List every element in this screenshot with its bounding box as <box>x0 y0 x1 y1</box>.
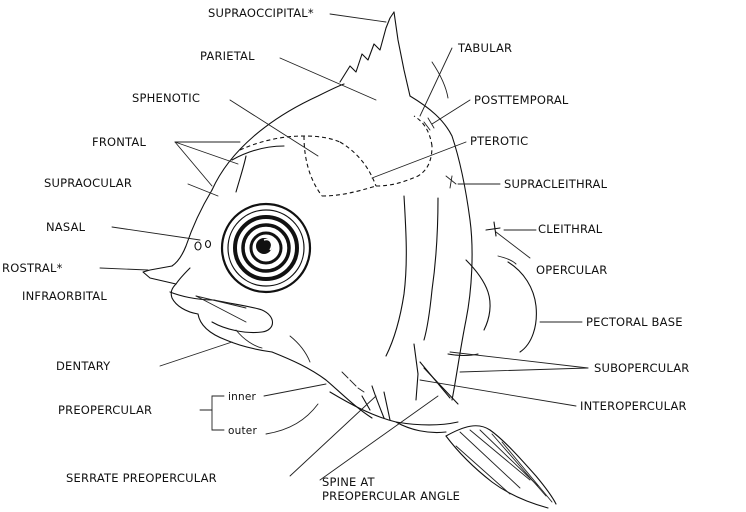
label-pectoral-base: PECTORAL BASE <box>586 315 683 329</box>
label-subopercular: SUBOPERCULAR <box>594 361 689 375</box>
label-interopercular: INTEROPERCULAR <box>580 399 687 413</box>
bone-lines <box>195 116 536 420</box>
label-preopercular: PREOPERCULAR <box>58 403 152 417</box>
label-parietal: PARIETAL <box>200 49 255 63</box>
label-sphenotic: SPHENOTIC <box>132 91 200 105</box>
label-spine-line2: PREOPERCULAR ANGLE <box>322 489 460 503</box>
eye <box>222 204 310 292</box>
label-spine-line1: SPINE AT <box>322 475 376 489</box>
label-inner: inner <box>228 391 256 403</box>
label-dentary: DENTARY <box>56 359 111 373</box>
label-outer: outer <box>228 425 257 437</box>
label-frontal: FRONTAL <box>92 135 146 149</box>
label-nasal: NASAL <box>46 220 86 234</box>
label-supraoccipital: SUPRAOCCIPITAL* <box>208 6 314 20</box>
label-infraorbital: INFRAORBITAL <box>22 289 107 303</box>
pelvic-fin <box>446 426 556 508</box>
label-pterotic: PTEROTIC <box>470 134 528 148</box>
label-opercular: OPERCULAR <box>536 263 607 277</box>
label-cleithral: CLEITHRAL <box>538 222 603 236</box>
label-serrate-preopercular: SERRATE PREOPERCULAR <box>66 471 217 485</box>
label-supraocular: SUPRAOCULAR <box>44 176 132 190</box>
bone-labels: SUPRAOCCIPITAL* PARIETAL TABULAR SPHENOT… <box>2 6 689 503</box>
label-tabular: TABULAR <box>457 41 512 55</box>
label-supracleithral: SUPRACLEITHRAL <box>504 177 608 191</box>
label-posttemporal: POSTTEMPORAL <box>474 93 569 107</box>
fish-outline <box>143 12 472 433</box>
label-rostral: ROSTRAL* <box>2 261 63 275</box>
